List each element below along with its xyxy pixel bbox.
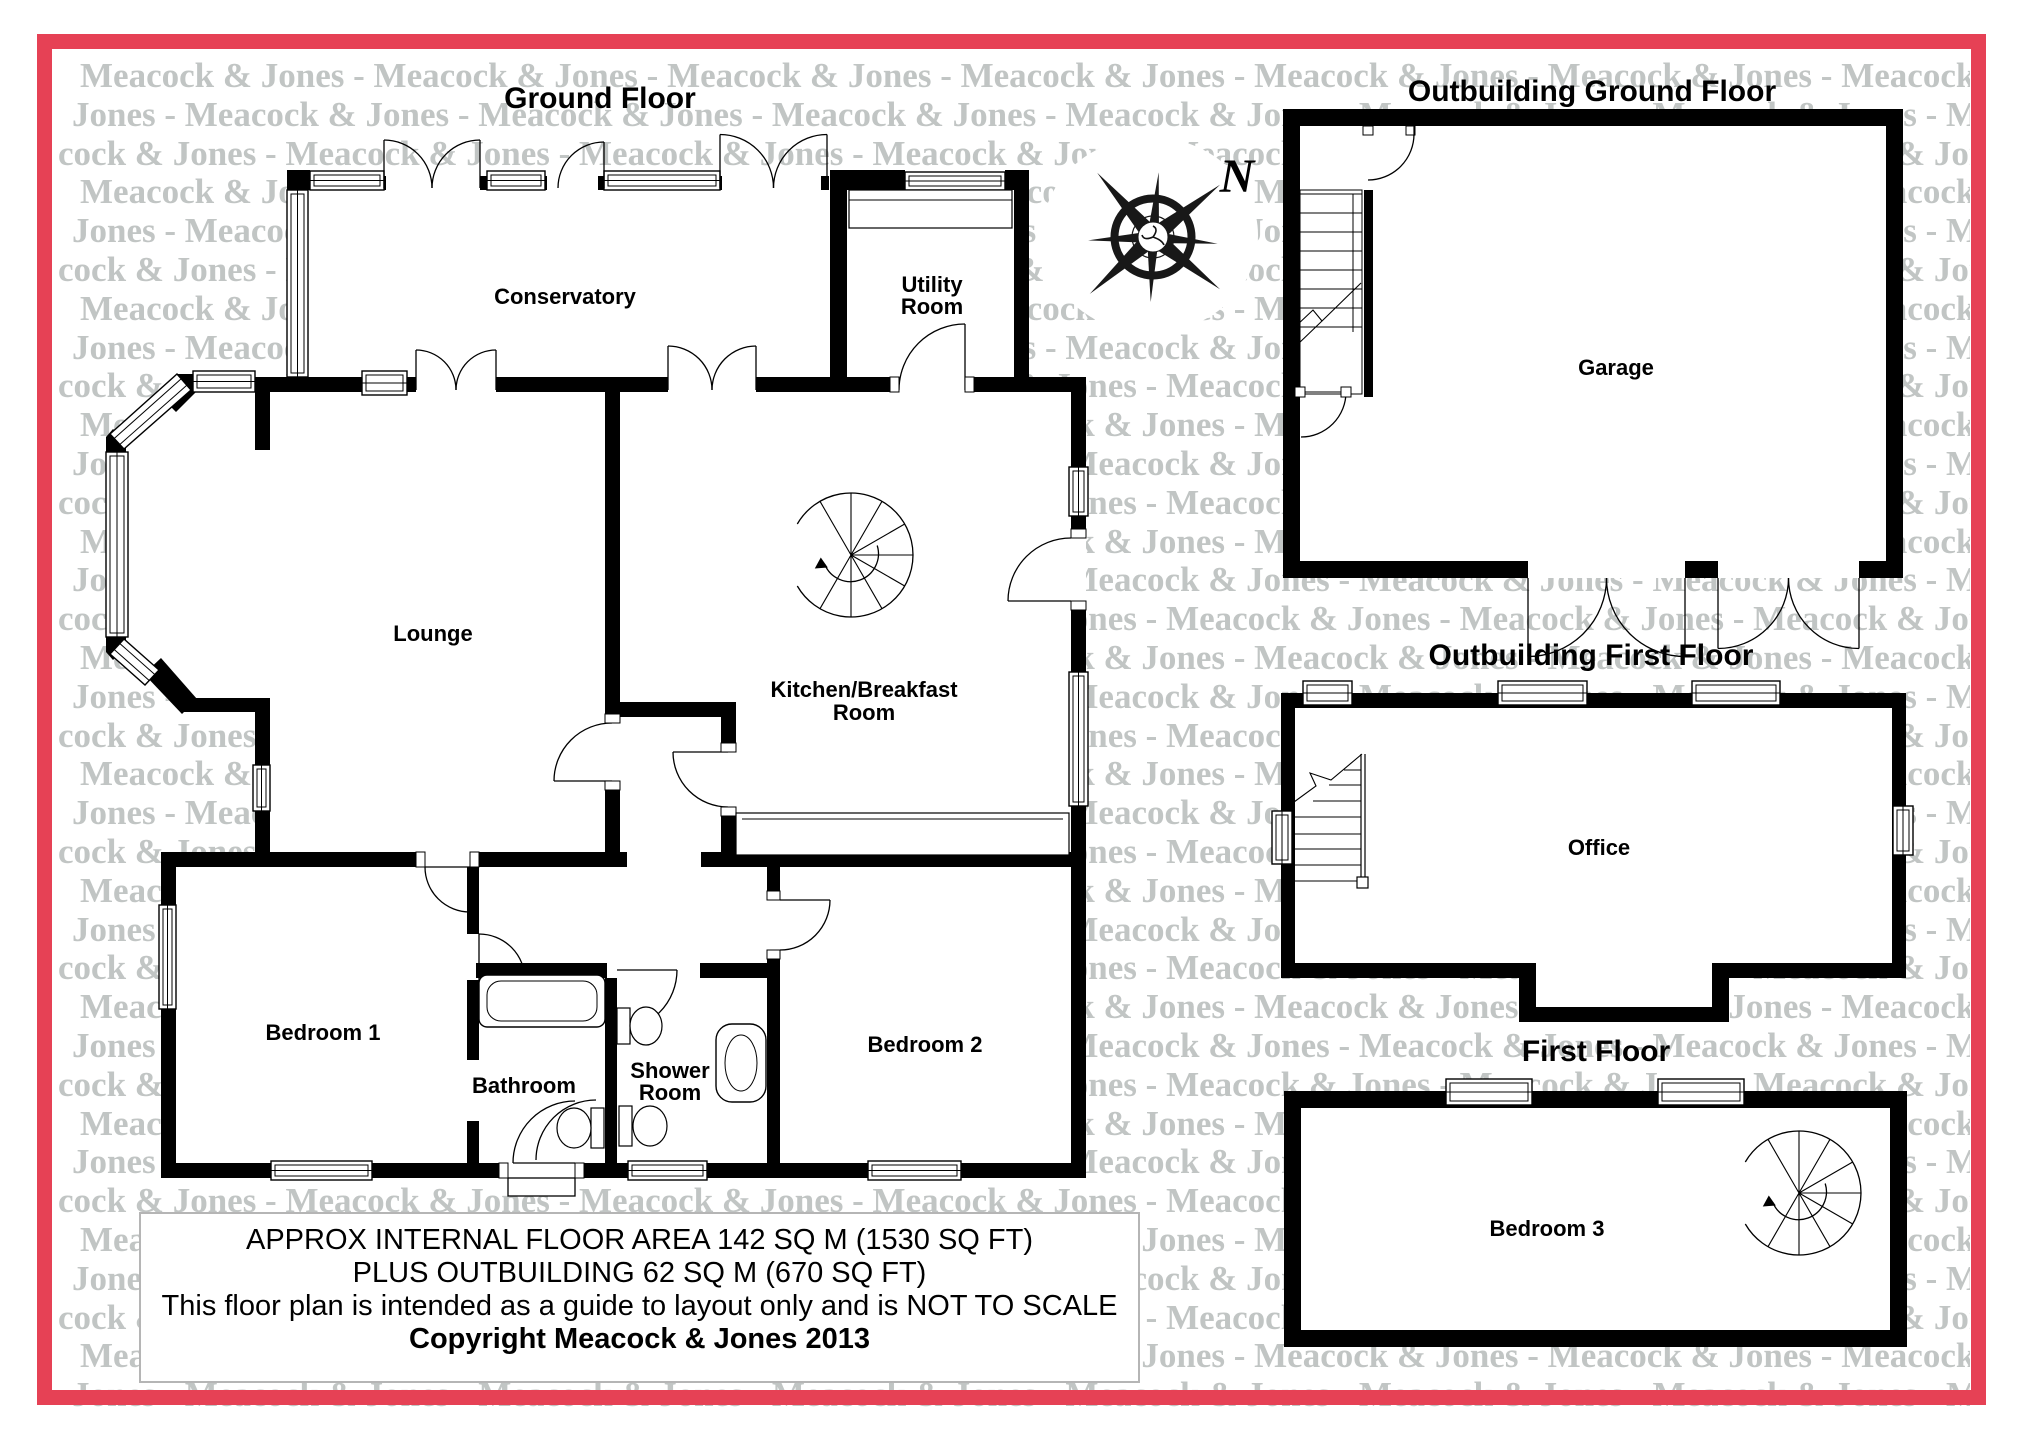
svg-text:Bedroom 2: Bedroom 2: [868, 1032, 983, 1057]
svg-text:First Floor: First Floor: [1522, 1035, 1671, 1068]
svg-text:N: N: [1219, 150, 1257, 203]
svg-text:Room: Room: [833, 700, 895, 725]
svg-text:Bedroom 3: Bedroom 3: [1490, 1216, 1605, 1241]
svg-text:Bathroom: Bathroom: [472, 1073, 576, 1098]
svg-text:Shower: Shower: [630, 1058, 710, 1083]
svg-text:Outbuilding First Floor: Outbuilding First Floor: [1429, 639, 1754, 672]
svg-text:Conservatory: Conservatory: [494, 284, 637, 309]
svg-text:Office: Office: [1568, 835, 1630, 860]
svg-text:Utility: Utility: [901, 272, 963, 297]
svg-text:Room: Room: [639, 1080, 701, 1105]
svg-text:Garage: Garage: [1578, 355, 1654, 380]
svg-text:Room: Room: [901, 294, 963, 319]
svg-text:Outbuilding Ground Floor: Outbuilding Ground Floor: [1408, 75, 1777, 108]
svg-text:Bedroom 1: Bedroom 1: [266, 1020, 381, 1045]
svg-text:Lounge: Lounge: [393, 621, 472, 646]
svg-text:Kitchen/Breakfast: Kitchen/Breakfast: [770, 677, 958, 702]
svg-text:Ground Floor: Ground Floor: [504, 82, 696, 115]
